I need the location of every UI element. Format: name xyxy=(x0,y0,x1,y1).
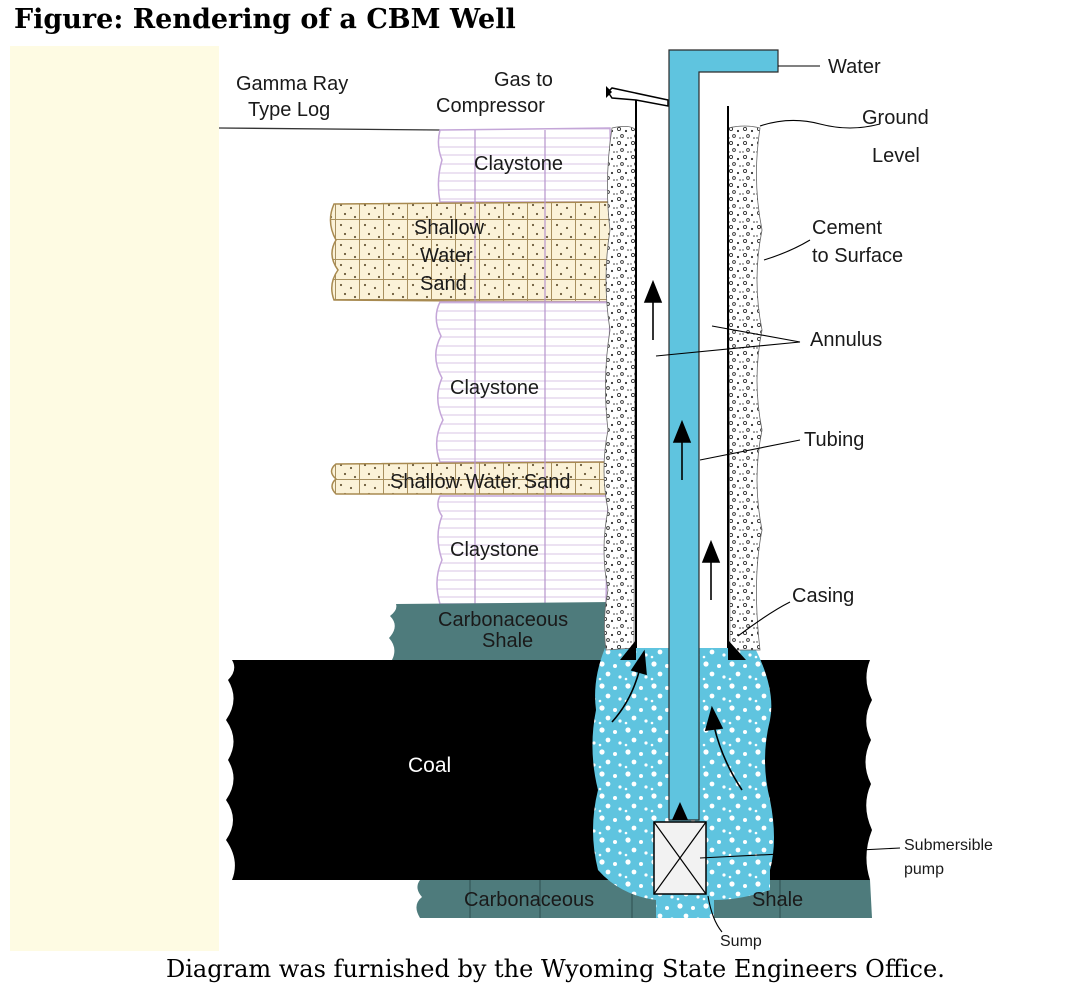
label-type-log: Type Log xyxy=(248,99,330,121)
cbm-well-diagram: Gamma Ray Type Log Gas to Compressor Wat… xyxy=(218,49,993,950)
label-submersible: Submersible xyxy=(904,837,993,854)
label-level: Level xyxy=(872,145,920,167)
gamma-ray-log-line xyxy=(218,127,441,131)
ground-level-line xyxy=(759,119,881,129)
figure-title: Figure: Rendering of a CBM Well xyxy=(14,4,516,35)
label-shale-top: Shale xyxy=(482,630,533,652)
label-annulus: Annulus xyxy=(810,329,882,351)
flow-arrows xyxy=(611,279,743,791)
label-claystone-top: Claystone xyxy=(474,153,563,175)
cement-right xyxy=(727,125,763,651)
figure-caption: Diagram was furnished by the Wyoming Sta… xyxy=(166,955,945,983)
coal-seam xyxy=(226,660,872,880)
annulus-leader-1 xyxy=(655,341,801,357)
label-shallow-1: Shallow xyxy=(414,217,485,239)
shallow-water-sand-layer-upper xyxy=(329,201,613,303)
gas-outlet-cap xyxy=(606,86,612,98)
carbonaceous-shale-layer-top xyxy=(389,602,612,660)
label-pump: pump xyxy=(904,861,944,878)
label-carbonaceous-bottom: Carbonaceous xyxy=(464,889,594,911)
label-water: Water xyxy=(828,56,881,78)
label-cement: Cement xyxy=(812,217,882,239)
label-gas-to: Gas to xyxy=(494,69,553,91)
annulus-space xyxy=(637,104,669,648)
cement-leader xyxy=(763,239,811,261)
label-to-surface: to Surface xyxy=(812,245,903,267)
label-casing: Casing xyxy=(792,585,854,607)
claystone-layer-middle xyxy=(435,301,611,463)
shallow-water-sand-layer-lower xyxy=(330,461,611,495)
label-ground: Ground xyxy=(862,107,929,129)
label-sand-1: Sand xyxy=(420,273,467,295)
pump-leader xyxy=(699,847,901,859)
label-shallow-water-sand-2: Shallow Water Sand xyxy=(390,471,570,493)
tubing-leader xyxy=(699,439,801,461)
label-gamma-ray: Gamma Ray xyxy=(236,73,348,95)
annulus-space-right xyxy=(699,110,727,648)
gas-outlet-pipe xyxy=(607,87,669,107)
tubing xyxy=(668,49,779,821)
label-compressor: Compressor xyxy=(436,95,545,117)
label-claystone-low: Claystone xyxy=(450,539,539,561)
casing-shoe-left xyxy=(620,640,636,660)
pump-arrow xyxy=(672,802,688,820)
claystone-layer-low xyxy=(436,495,609,605)
label-tubing: Tubing xyxy=(804,429,864,451)
label-claystone-mid: Claystone xyxy=(450,377,539,399)
cement-left xyxy=(603,126,637,651)
casing-shoe-right xyxy=(728,640,746,660)
label-shale-bottom: Shale xyxy=(752,889,803,911)
sump-leader xyxy=(707,895,723,933)
label-coal: Coal xyxy=(408,754,451,777)
casing-leader xyxy=(737,601,791,637)
claystone-layer-top xyxy=(437,127,613,203)
label-sump: Sump xyxy=(720,933,762,950)
annulus-leader-2 xyxy=(711,325,801,343)
label-carbonaceous-top: Carbonaceous xyxy=(438,609,568,631)
label-water-sand-1: Water xyxy=(420,245,473,267)
